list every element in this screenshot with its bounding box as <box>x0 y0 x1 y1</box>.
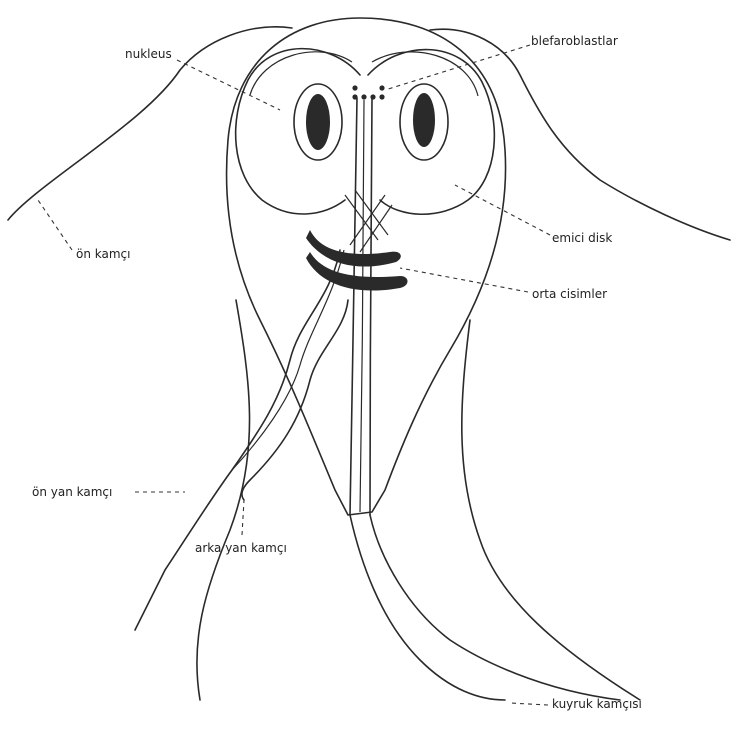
label-blepharoplasts: blefaroblastlar <box>531 34 618 48</box>
label-anterolateral-flagellum: ön yan kamçı <box>32 485 112 499</box>
label-posterolateral-flagellum: arka yan kamçı <box>195 541 287 555</box>
leader-anterior-flagellum <box>38 200 72 250</box>
blepharoplast-dot <box>379 94 384 99</box>
flagella-crossing <box>345 190 392 252</box>
caudal-flagellum-right <box>370 515 620 700</box>
leader-median-bodies <box>400 268 528 292</box>
body-lower-right <box>462 320 640 700</box>
blepharoplast-dot <box>370 94 375 99</box>
label-ventral-disc: emici disk <box>552 231 612 245</box>
label-anterior-flagellum: ön kamçı <box>76 247 130 261</box>
blepharoplast-dot <box>361 94 366 99</box>
median-body-upper <box>306 230 401 267</box>
blepharoplast-dot <box>352 85 357 90</box>
blepharoplast-dot <box>379 85 384 90</box>
leader-caudal <box>510 703 548 705</box>
ventral-disc-inner-left <box>250 52 352 95</box>
anterior-flagellum-right <box>430 29 730 240</box>
axostyle-left <box>350 98 357 515</box>
label-nucleus: nukleus <box>125 47 172 61</box>
nucleus-left-inner <box>306 94 330 150</box>
posterolateral-flagellum <box>242 300 348 500</box>
axostyle-right <box>370 98 372 515</box>
nucleus-right-inner <box>413 93 435 147</box>
leader-nucleus <box>177 60 280 110</box>
body-lower-left <box>197 300 250 700</box>
axostyle-inner <box>360 100 364 512</box>
label-median-bodies: orta cisimler <box>532 287 607 301</box>
leader-posterolateral <box>242 500 244 535</box>
label-caudal-flagellum: kuyruk kamçısı <box>552 697 642 711</box>
